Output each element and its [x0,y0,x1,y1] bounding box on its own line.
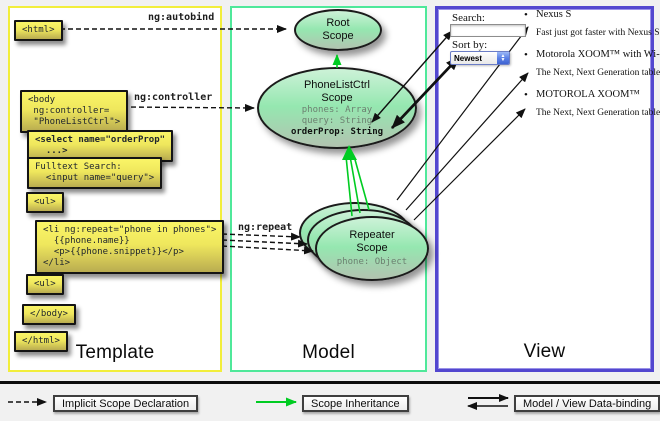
legend-data-binding: Model / View Data-binding [514,395,660,412]
root-scope-title: Root Scope [322,17,354,42]
repeater-scope-ellipse-front: Repeater Scope phone: Object [315,216,429,281]
code-box-fulltext-search: Fulltext Search: <input name="query"> [27,157,163,189]
view-column-label: View [523,341,566,362]
template-column-label: Template [75,342,155,363]
scope-prop-phones: phones: Array [301,104,373,115]
phone-list-item: Nexus S Fast just got faster with Nexus … [524,9,660,38]
sort-by-label: Sort by: [452,39,488,51]
phone-snippet: The Next, Next Generation tablet. [536,108,660,118]
ng-autobind-label: ng:autobind [148,12,215,23]
phone-list: Nexus S Fast just got faster with Nexus … [524,9,660,129]
model-column-label: Model [302,342,355,363]
phone-title: Nexus S [536,9,572,20]
legend-scope-inheritance: Scope Inheritance [302,395,409,412]
code-box-body-close: </body> [22,304,76,325]
scope-prop-phone: phone: Object [336,257,408,267]
phonelistctrl-scope-ellipse: PhoneListCtrl Scope phones: Array query:… [257,67,417,149]
scope-prop-query: query: String [301,115,373,126]
code-box-select: <select name="orderProp" ...> [27,130,174,162]
sort-select[interactable]: Newest ▲▼ [450,51,510,65]
root-scope-ellipse: Root Scope [294,9,382,51]
phone-snippet: Fast just got faster with Nexus S. [536,28,660,38]
phone-list-item: Motorola XOOM™ with Wi-Fi The Next, Next… [524,49,660,78]
code-box-html-close: </html> [14,331,68,352]
phonelistctrl-scope-title: PhoneListCtrl Scope [303,78,371,104]
search-label: Search: [452,12,485,24]
legend-separator [0,381,660,384]
code-box-html-open: <html> [14,20,63,41]
scope-prop-orderprop: orderProp: String [290,126,384,137]
select-stepper-icon: ▲▼ [497,52,509,64]
phone-snippet: The Next, Next Generation tablet. [536,68,660,78]
code-box-li-repeat: <li ng:repeat="phone in phones"> {{phone… [35,220,225,274]
search-input[interactable] [450,24,526,37]
code-box-body-open: <body ng:controller= "PhoneListCtrl"> [20,90,129,133]
phone-title: Motorola XOOM™ with Wi-Fi [536,49,660,60]
sort-select-value: Newest [454,53,483,63]
repeater-scope-title: Repeater Scope [349,229,395,254]
code-box-ul-close: <ul> [26,274,64,295]
phone-title: MOTOROLA XOOM™ [536,89,640,100]
model-column: Model [230,6,427,372]
ng-controller-label: ng:controller [134,92,213,103]
phone-list-item: MOTOROLA XOOM™ The Next, Next Generation… [524,89,660,118]
ng-repeat-label: ng:repeat [238,222,293,233]
code-box-ul-open: <ul> [26,192,64,213]
legend-implicit-scope: Implicit Scope Declaration [53,395,199,412]
